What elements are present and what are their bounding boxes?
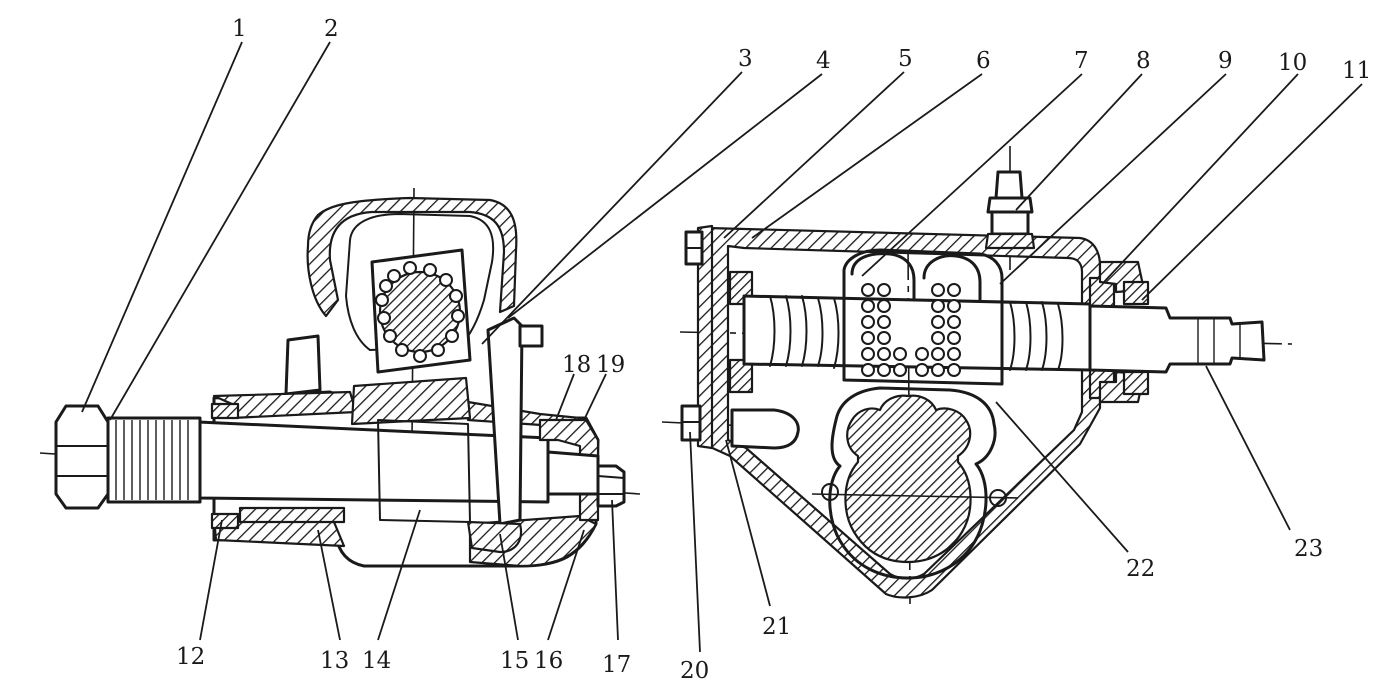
callout-12: 12 (176, 644, 205, 670)
input-shaft (1088, 304, 1266, 374)
splined-end (106, 416, 202, 504)
longitudinal-section-view (661, 146, 1293, 605)
housing-top-section (306, 196, 518, 318)
callout-19: 19 (596, 352, 625, 378)
balls-group-right (915, 283, 961, 377)
mounting-hole-left (821, 483, 839, 501)
bushing (238, 506, 346, 524)
nut-cavity (345, 213, 495, 351)
callout-11: 11 (1342, 58, 1371, 84)
callout-9: 9 (1218, 48, 1233, 74)
hex-nut (54, 404, 110, 510)
lock-ring-bottom (1122, 370, 1150, 396)
callout-20: 20 (680, 658, 709, 684)
callout-15: 15 (500, 648, 529, 674)
end-cover (696, 224, 714, 450)
callout-8: 8 (1136, 48, 1151, 74)
lock-bolt (518, 324, 544, 348)
callout-7: 7 (1074, 48, 1089, 74)
ball-nut (370, 248, 472, 374)
callout-22: 22 (1126, 556, 1155, 582)
callout-3: 3 (738, 46, 753, 72)
worm-threads-right (1009, 301, 1064, 371)
sector-cavity (828, 386, 997, 580)
thrust-washer (466, 520, 523, 554)
callout-1: 1 (232, 16, 247, 42)
callout-17: 17 (602, 652, 631, 678)
callout-6: 6 (976, 48, 991, 74)
callout-2: 2 (324, 16, 339, 42)
cover-bolt-top (684, 230, 704, 266)
left-bearing-bottom (728, 358, 754, 394)
callout-numbers: 1 2 3 4 5 6 7 8 9 10 11 12 13 14 15 16 1… (176, 16, 1371, 684)
callout-18: 18 (562, 352, 591, 378)
ball-guide-left (850, 252, 916, 302)
leader-lines (81, 41, 1363, 653)
side-section-view (39, 187, 641, 568)
oil-seal-bottom (210, 512, 240, 530)
housing-wall-upper (212, 390, 358, 420)
sector-gear (350, 376, 472, 426)
callout-5: 5 (898, 46, 913, 72)
worm-threads-left (769, 295, 840, 369)
callout-10: 10 (1278, 50, 1307, 76)
ball-nut-body (842, 248, 1004, 386)
oil-seal-top (210, 402, 240, 420)
sector-gear-section (844, 394, 972, 564)
callout-4: 4 (816, 48, 831, 74)
guide-dowel (730, 408, 800, 450)
callout-16: 16 (534, 648, 563, 674)
adjusting-screw (546, 450, 600, 496)
worm-screw (742, 294, 1092, 372)
adjusting-plate (486, 316, 524, 526)
balls-group-left (861, 283, 907, 377)
mounting-hole-axis (811, 493, 1019, 499)
lock-nut (596, 464, 626, 508)
lock-ring-top (1122, 280, 1150, 306)
callout-13: 13 (320, 648, 349, 674)
callout-23: 23 (1294, 536, 1323, 562)
callout-21: 21 (762, 614, 791, 640)
housing-side-lug (284, 334, 322, 396)
bleeder-valve (984, 170, 1036, 250)
callout-14: 14 (362, 648, 391, 674)
ball-guide-right (922, 254, 982, 302)
